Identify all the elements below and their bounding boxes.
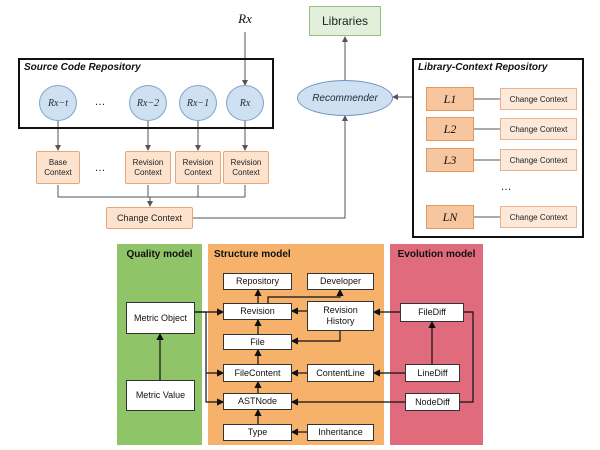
library-box: L3 [426, 148, 474, 172]
revision-ellipsis: … [94, 96, 106, 108]
line-diff-box: LineDiff [405, 364, 460, 382]
revision-context-box: Revision Context [125, 151, 171, 184]
metric-value-box: Metric Value [126, 380, 195, 411]
base-context-box: Base Context [36, 151, 80, 184]
inheritance-box: Inheritance [307, 424, 374, 441]
libraries-box: Libraries [309, 6, 381, 36]
library-context-repository-title: Library-Context Repository [418, 62, 548, 73]
library-box: L1 [426, 87, 474, 111]
file-box: File [223, 334, 292, 350]
file-diff-box: FileDiff [400, 303, 464, 322]
file-content-box: FileContent [223, 364, 292, 382]
content-line-box: ContentLine [307, 364, 374, 382]
type-box: Type [223, 424, 292, 441]
metric-object-box: Metric Object [126, 302, 195, 334]
change-context-box: Change Context [500, 149, 577, 171]
library-context-repository [412, 58, 584, 238]
revision-context-box: Revision Context [175, 151, 221, 184]
developer-box: Developer [307, 273, 374, 290]
source-code-repository-title: Source Code Repository [24, 62, 141, 73]
evolution-model-title: Evolution model [397, 248, 476, 260]
library-box: LN [426, 205, 474, 229]
library-ellipsis: … [500, 181, 512, 193]
rx-top-label: Rx [238, 11, 252, 26]
change-context-box: Change Context [500, 118, 577, 140]
recommender-node: Recommender [297, 80, 393, 116]
node-diff-box: NodeDiff [405, 393, 460, 411]
change-context-box: Change Context [500, 206, 577, 228]
revision-node: Rx−t [39, 85, 77, 121]
ast-node-box: ASTNode [223, 393, 292, 410]
structure-model-title: Structure model [214, 248, 291, 260]
change-context-box: Change Context [500, 88, 577, 110]
library-box: L2 [426, 117, 474, 141]
revision-node: Rx−2 [129, 85, 167, 121]
revision-history-box: Revision History [307, 301, 374, 331]
context-ellipsis: … [94, 162, 106, 174]
revision-context-box: Revision Context [223, 151, 269, 184]
quality-model-title: Quality model [126, 248, 193, 260]
change-context-box: Change Context [106, 207, 193, 229]
repository-box: Repository [223, 273, 292, 290]
revision-box: Revision [223, 303, 292, 320]
revision-node: Rx [226, 85, 264, 121]
source-code-repository [18, 58, 274, 129]
revision-node: Rx−1 [179, 85, 217, 121]
evolution-panel-bg [390, 244, 483, 445]
